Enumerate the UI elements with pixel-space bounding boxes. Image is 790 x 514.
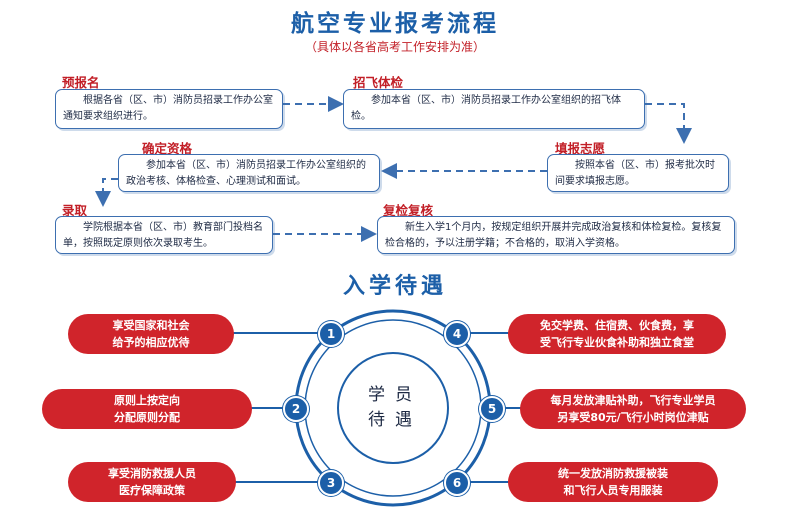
step-box-volunteer: 按照本省（区、市）报考批次时间要求填报志愿。: [547, 154, 729, 192]
step-label-prereg: 预报名: [62, 75, 100, 90]
center-line-2: 待遇: [368, 410, 422, 430]
step-label-volunteer: 填报志愿: [555, 141, 606, 156]
badge-2: 2: [283, 396, 309, 422]
benefit-6-line-1: 统一发放消防救援被装: [558, 467, 668, 480]
step-box-prereg: 根据各省（区、市）消防员招录工作办公室通知要求组织进行。: [55, 89, 283, 129]
step-label-admission: 录取: [62, 203, 88, 218]
benefit-pill-2: 原则上按定向分配原则分配: [42, 389, 252, 429]
center-line-1: 学员: [368, 385, 422, 405]
benefit-2-line-2: 分配原则分配: [114, 411, 180, 424]
arrow-4-5: [95, 178, 118, 207]
benefit-5-line-1: 每月发放津贴补助，飞行专业学员: [550, 394, 716, 407]
step-label-qualification: 确定资格: [142, 141, 193, 156]
step-box-physical: 参加本省（区、市）消防员招录工作办公室组织的招飞体检。: [343, 89, 645, 129]
step-text-recheck: 新生入学1个月内，按规定组织开展并完成政治复核和体检复检。复核复检合格的，予以注…: [385, 222, 722, 249]
page-subtitle: （具体以各省高考工作安排为准）: [304, 40, 485, 54]
benefit-5-line-2: 另享受80元/飞行小时岗位津贴: [557, 411, 709, 424]
benefit-pill-6: 统一发放消防救援被装和飞行人员专用服装: [508, 462, 718, 502]
benefits-title: 入学待遇: [342, 273, 447, 299]
badge-3: 3: [318, 470, 344, 496]
step-box-qualification: 参加本省（区、市）消防员招录工作办公室组织的政治考核、体格检查、心理测试和面试。: [118, 154, 380, 192]
benefit-1-line-1: 享受国家和社会: [112, 319, 190, 332]
benefit-pill-1: 享受国家和社会给予的相应优待: [68, 314, 234, 354]
badge-5: 5: [479, 396, 505, 422]
step-text-prereg: 根据各省（区、市）消防员招录工作办公室通知要求组织进行。: [63, 95, 273, 122]
benefit-pill-5: 每月发放津贴补助，飞行专业学员另享受80元/飞行小时岗位津贴: [520, 389, 746, 429]
step-box-recheck: 新生入学1个月内，按规定组织开展并完成政治复核和体检复检。复核复检合格的，予以注…: [377, 216, 735, 254]
badge-1: 1: [318, 321, 344, 347]
step-text-volunteer: 按照本省（区、市）报考批次时间要求填报志愿。: [555, 160, 715, 187]
page-title: 航空专业报考流程: [291, 10, 499, 37]
benefit-pill-4: 免交学费、住宿费、伙食费，享受飞行专业伙食补助和独立食堂: [508, 314, 726, 354]
benefit-4-line-1: 免交学费、住宿费、伙食费，享: [540, 319, 694, 332]
benefit-6-line-2: 和飞行人员专用服装: [563, 484, 663, 497]
benefit-3-line-2: 医疗保障政策: [119, 484, 185, 497]
step-box-admission: 学院根据本省（区、市）教育部门投档名单，按照既定原则依次录取考生。: [55, 216, 273, 254]
inner-circle: [337, 352, 449, 464]
center-label: 学员 待遇: [343, 383, 447, 433]
arrow-2-3: [645, 103, 692, 144]
step-label-physical: 招飞体检: [353, 75, 404, 90]
benefit-4-line-2: 受飞行专业伙食补助和独立食堂: [540, 336, 694, 349]
step-text-physical: 参加本省（区、市）消防员招录工作办公室组织的招飞体检。: [351, 95, 621, 122]
benefit-3-line-1: 享受消防救援人员: [108, 467, 196, 480]
badge-4: 4: [444, 321, 470, 347]
step-text-admission: 学院根据本省（区、市）教育部门投档名单，按照既定原则依次录取考生。: [63, 222, 263, 249]
step-label-recheck: 复检复核: [383, 203, 434, 218]
benefit-pill-3: 享受消防救援人员医疗保障政策: [68, 462, 236, 502]
badge-6: 6: [444, 470, 470, 496]
benefit-2-line-1: 原则上按定向: [114, 394, 180, 407]
benefit-1-line-2: 给予的相应优待: [112, 336, 190, 349]
step-text-qualification: 参加本省（区、市）消防员招录工作办公室组织的政治考核、体格检查、心理测试和面试。: [126, 160, 366, 187]
